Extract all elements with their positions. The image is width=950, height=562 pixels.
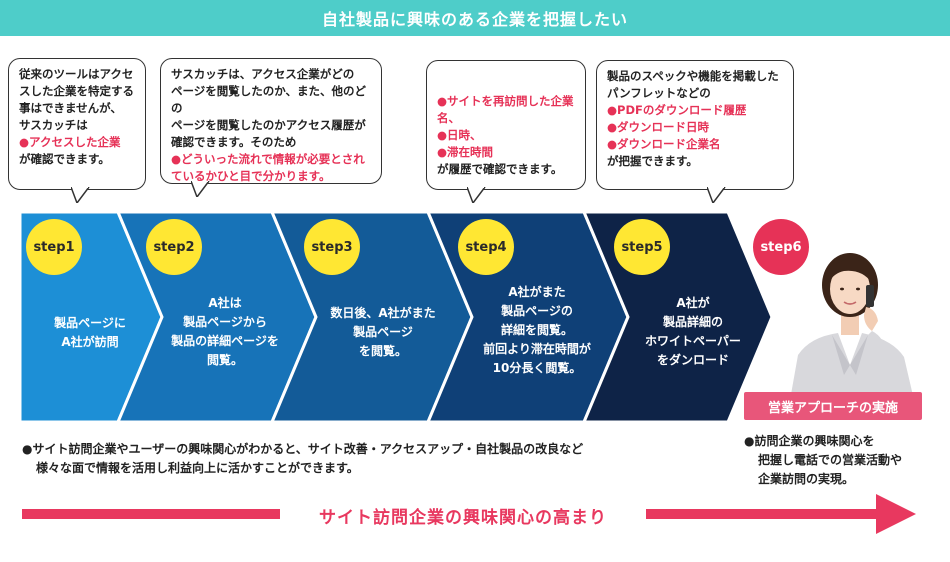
bubble-3-line: が履歴で確認できます。 (437, 162, 563, 176)
bubble-2-line: サスカッチは、アクセス企業がどの (171, 67, 355, 81)
sales-note-line: ●訪問企業の興味関心を (744, 434, 875, 448)
bubble-2-line: 確認できます。そのため (171, 135, 297, 149)
step-circle-3: step3 (304, 219, 360, 275)
sales-note-line: 把握し電話での営業活動や (758, 453, 903, 467)
sales-approach-badge: 営業アプローチの実施 (744, 392, 922, 420)
bubble-4-line: パンフレットなどの (607, 86, 711, 100)
bubble-1-line: スした企業を特定する (19, 84, 134, 98)
step-circle-4: step4 (458, 219, 514, 275)
step-circle-2: step2 (146, 219, 202, 275)
benefit-note-line: ●サイト訪問企業やユーザーの興味関心がわかると、サイト改善・アクセスアップ・自社… (22, 442, 584, 456)
speech-bubble-4: 製品のスペックや機能を掲載した パンフレットなどの ●PDFのダウンロード履歴 … (596, 60, 794, 203)
bubble-2-line: ページを閲覧したのかアクセス履歴が (171, 118, 366, 132)
interest-arrow-label: サイト訪問企業の興味関心の高まり (319, 507, 607, 528)
sales-note: ●訪問企業の興味関心を 把握し電話での営業活動や 企業訪問の実現。 (744, 432, 944, 489)
sales-note-line: 企業訪問の実現。 (758, 472, 855, 486)
bubble-tail-icon (191, 181, 210, 197)
bubble-3-highlight: ●日時、 (437, 128, 482, 142)
salesperson-on-phone-icon (790, 253, 914, 400)
bubble-1-line: が確認できます。 (19, 152, 110, 166)
speech-bubble-2: サスカッチは、アクセス企業がどの ページを閲覧したのか、また、他のどの ページを… (160, 58, 382, 197)
interest-arrow-head-icon (876, 494, 916, 534)
bubble-2-line: ページを閲覧したのか、また、他のどの (171, 84, 367, 115)
bubble-tail-icon (71, 187, 90, 203)
step-2-text: A社は製品ページから製品の詳細ページを閲覧。 (171, 296, 279, 367)
bubble-1-line: 従来のツールはアクセ (19, 67, 134, 81)
step-circle-1: step1 (26, 219, 82, 275)
bubble-4-line: が把握できます。 (607, 154, 698, 168)
step-3-text: 数日後、A社がまた製品ページを閲覧。 (330, 306, 436, 358)
bubble-tail-icon (467, 187, 486, 203)
bubble-1-highlight: ●アクセスした企業 (19, 135, 121, 149)
benefit-note-line: 様々な面で情報を活用し利益向上に活かすことができます。 (36, 461, 359, 475)
bubble-3-highlight: ●サイトを再訪問した企業名、 (437, 94, 574, 125)
bubble-1-line: 事はできませんが、 (19, 101, 122, 115)
interest-arrow-shaft-left (22, 509, 280, 519)
banner-title: 自社製品に興味のある企業を把握したい (0, 0, 950, 36)
bubble-2-highlight: ●どういった流れで情報が必要とされ (171, 152, 365, 166)
interest-arrow-shaft-right (646, 509, 878, 519)
bubble-4-line: 製品のスペックや機能を掲載した (607, 69, 779, 83)
step-5-text: A社が製品詳細のホワイトペーパーをダンロード (645, 296, 741, 367)
bubble-4-highlight: ●PDFのダウンロード履歴 (607, 103, 747, 117)
step-circle-5: step5 (614, 219, 670, 275)
speech-bubble-1: 従来のツールはアクセ スした企業を特定する 事はできませんが、 サスカッチは ●… (8, 58, 146, 203)
bubble-4-highlight: ●ダウンロード企業名 (607, 137, 721, 151)
bubble-4-highlight: ●ダウンロード日時 (607, 120, 710, 134)
step-circle-6: step6 (753, 219, 809, 275)
bubble-tail-icon (707, 187, 726, 203)
bubble-2-highlight: ているかひと目で分かります。 (171, 169, 331, 183)
benefit-note: ●サイト訪問企業やユーザーの興味関心がわかると、サイト改善・アクセスアップ・自社… (22, 440, 662, 478)
bubble-1-line: サスカッチは (19, 118, 88, 132)
bubble-3-highlight: ●滞在時間 (437, 145, 494, 159)
speech-bubble-3: ●サイトを再訪問した企業名、 ●日時、 ●滞在時間 が履歴で確認できます。 (426, 60, 586, 203)
